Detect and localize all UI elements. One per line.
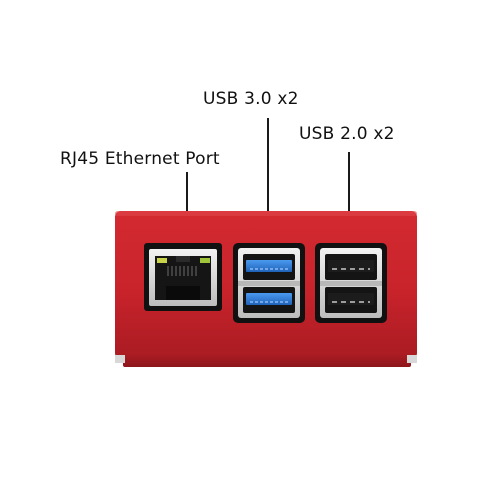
- usb2-label: USB 2.0 x2: [299, 124, 395, 144]
- usb3-label: USB 3.0 x2: [203, 89, 299, 109]
- rj45-label: RJ45 Ethernet Port: [60, 149, 220, 169]
- link-led-icon: [157, 258, 167, 263]
- activity-led-icon: [200, 258, 210, 263]
- usb3-ports: [233, 243, 305, 323]
- rj45-port: [144, 243, 222, 311]
- usb2-leader-line: [348, 152, 350, 232]
- usb3-leader-line: [267, 118, 269, 232]
- usb2-ports: [315, 243, 387, 323]
- rj45-leader-line: [186, 172, 188, 234]
